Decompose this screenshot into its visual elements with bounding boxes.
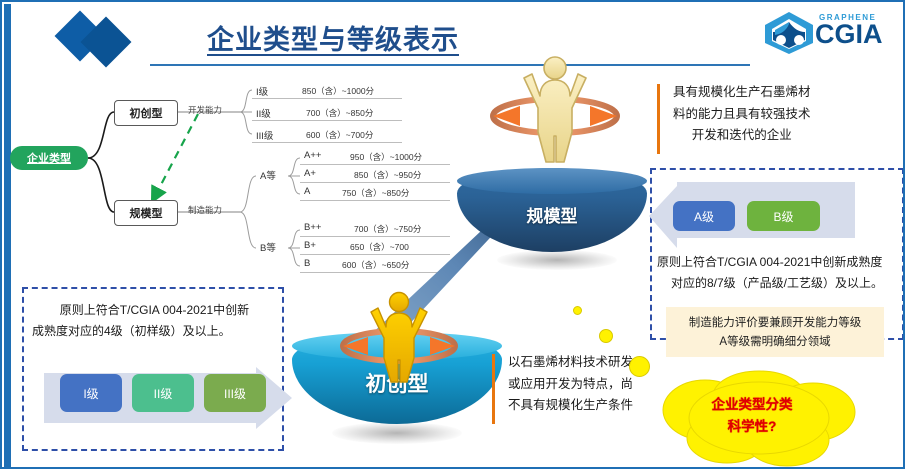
cgia-graphene-text: GRAPHENE bbox=[819, 13, 877, 22]
cloud-line1: 企业类型分类 bbox=[711, 397, 793, 412]
grade-chip-level-3[interactable]: III级 bbox=[204, 374, 266, 412]
startup-type-bowl-label: 初创型 bbox=[365, 373, 429, 396]
grade-chip-a[interactable]: A级 bbox=[673, 201, 735, 231]
grade-score-b-p: 650（含）~700 bbox=[350, 242, 409, 252]
startup-criteria-box bbox=[22, 287, 284, 451]
startup-desc-line2: 或应用开发为特点，尚 bbox=[508, 376, 634, 391]
grade-rule bbox=[300, 164, 450, 165]
mindmap-node-scale-type[interactable]: 规模型 bbox=[114, 200, 178, 226]
startup-desc-line3: 不具有规模化生产条件 bbox=[508, 398, 634, 412]
callout-accent-bar bbox=[657, 84, 660, 154]
capability-label-manufacturing: 制造能力 bbox=[188, 205, 223, 215]
grade-level-a-pp: A++ bbox=[304, 150, 322, 161]
grade-score-1: 850（含）~1000分 bbox=[302, 86, 375, 96]
startup-criteria-text: 原则上符合T/CGIA 004-2021中创新 成熟度对应的4级（初样级）及以上… bbox=[32, 300, 277, 342]
grade-level-1: I级 bbox=[256, 87, 269, 98]
manufacturing-note-line1: 制造能力评价要兼顾开发能力等级 bbox=[688, 317, 862, 329]
scale-desc-line3: 开发和迭代的企业 bbox=[691, 128, 792, 142]
grade-level-b-p: B+ bbox=[304, 240, 316, 251]
thought-dot-large bbox=[629, 356, 650, 377]
grade-score-3: 600（含）~700分 bbox=[306, 130, 374, 140]
grade-score-b: 600（含）~650分 bbox=[342, 260, 410, 270]
grade-rule bbox=[252, 142, 402, 143]
cgia-wordmark: CGIA bbox=[815, 19, 883, 49]
top-bowl-shadow bbox=[497, 250, 617, 270]
scale-type-bowl-label: 规模型 bbox=[526, 207, 578, 226]
page-title: 企业类型与等级表示 bbox=[207, 25, 459, 55]
grade-level-b: B bbox=[304, 258, 311, 269]
mindmap: 企业类型 初创型 规模型 开发能力 制造能力 I级 850（含）~1000分 I… bbox=[2, 68, 462, 278]
grade-chip-level-1[interactable]: I级 bbox=[60, 374, 122, 412]
left-accent-bar bbox=[4, 4, 11, 467]
graphene-hex-icon bbox=[765, 12, 813, 54]
cgia-logo: GRAPHENE CGIA bbox=[761, 10, 891, 58]
scale-type-description-callout: 具有规模化生产石墨烯材 料的能力且具有较强技术 开发和迭代的企业 bbox=[657, 84, 872, 154]
mindmap-connectors bbox=[87, 89, 301, 267]
grade-score-a-p: 850（含）~950分 bbox=[354, 170, 422, 180]
question-thought-cloud bbox=[662, 370, 856, 467]
manufacturing-note: 制造能力评价要兼顾开发能力等级 A等级需明确细分领域 bbox=[666, 307, 884, 357]
startup-criteria-line2: 成熟度对应的4级（初样级）及以上。 bbox=[32, 324, 231, 338]
grade-chip-level-2[interactable]: II级 bbox=[132, 374, 194, 412]
mindmap-root-node[interactable]: 企业类型 bbox=[10, 146, 88, 170]
scale-desc-line1: 具有规模化生产石墨烯材 bbox=[673, 85, 811, 99]
startup-type-person-with-rings bbox=[340, 291, 458, 383]
thought-dot-small bbox=[573, 306, 582, 315]
scale-desc-line2: 料的能力且具有较强技术 bbox=[673, 106, 811, 121]
callout-accent-bar bbox=[492, 354, 495, 424]
grade-score-b-pp: 700（含）~750分 bbox=[354, 224, 422, 234]
grade-level-3: III级 bbox=[256, 131, 274, 142]
capability-label-development: 开发能力 bbox=[188, 105, 223, 115]
title-underline-rule bbox=[150, 64, 750, 66]
grade-level-2: II级 bbox=[256, 109, 271, 120]
grade-level-a-p: A+ bbox=[304, 168, 316, 179]
bottom-bowl-shadow bbox=[332, 422, 462, 444]
grade-group-b: B等 bbox=[260, 243, 276, 254]
grade-rule bbox=[300, 254, 450, 255]
manufacturing-note-line2: A等级需明确细分领域 bbox=[719, 335, 831, 348]
grade-rule bbox=[300, 200, 450, 201]
scale-type-person-with-rings bbox=[490, 56, 620, 163]
blue-diamonds-logo bbox=[54, 10, 149, 68]
thought-dot-medium bbox=[599, 329, 613, 343]
grade-score-a: 750（含）~850分 bbox=[342, 188, 410, 198]
grade-score-2: 700（含）~850分 bbox=[306, 108, 374, 118]
cloud-question-text: 企业类型分类 科学性? bbox=[657, 394, 847, 437]
cloud-line2: 科学性? bbox=[727, 418, 777, 434]
scale-criteria-line1: 原则上符合T/CGIA 004-2021中创新成熟度 bbox=[657, 255, 883, 269]
grade-rule bbox=[300, 236, 450, 237]
grade-rule bbox=[300, 182, 450, 183]
scale-criteria-text: 原则上符合T/CGIA 004-2021中创新成熟度 对应的8/7级（产品级/工… bbox=[657, 252, 897, 294]
grade-rule bbox=[300, 272, 450, 273]
grade-level-b-pp: B++ bbox=[304, 222, 322, 233]
grade-group-a: A等 bbox=[260, 171, 276, 182]
startup-desc-line1: 以石墨烯材料技术研发 bbox=[508, 355, 634, 369]
grade-rule bbox=[252, 120, 402, 121]
grade-level-a: A bbox=[304, 186, 311, 197]
grade-chip-b[interactable]: B级 bbox=[747, 201, 820, 231]
startup-desc-text: 以石墨烯材料技术研发 或应用开发为特点，尚 不具有规模化生产条件 bbox=[508, 352, 633, 417]
mindmap-node-startup-type[interactable]: 初创型 bbox=[114, 100, 178, 126]
grade-score-a-pp: 950（含）~1000分 bbox=[350, 152, 423, 162]
scale-desc-text: 具有规模化生产石墨烯材 料的能力且具有较强技术 开发和迭代的企业 bbox=[673, 82, 811, 147]
startup-type-description-callout: 以石墨烯材料技术研发 或应用开发为特点，尚 不具有规模化生产条件 bbox=[492, 354, 662, 424]
scale-criteria-line2: 对应的8/7级（产品级/工艺级）及以上。 bbox=[670, 276, 884, 290]
startup-criteria-line1: 原则上符合T/CGIA 004-2021中创新 bbox=[59, 303, 250, 317]
grade-rule bbox=[252, 98, 402, 99]
